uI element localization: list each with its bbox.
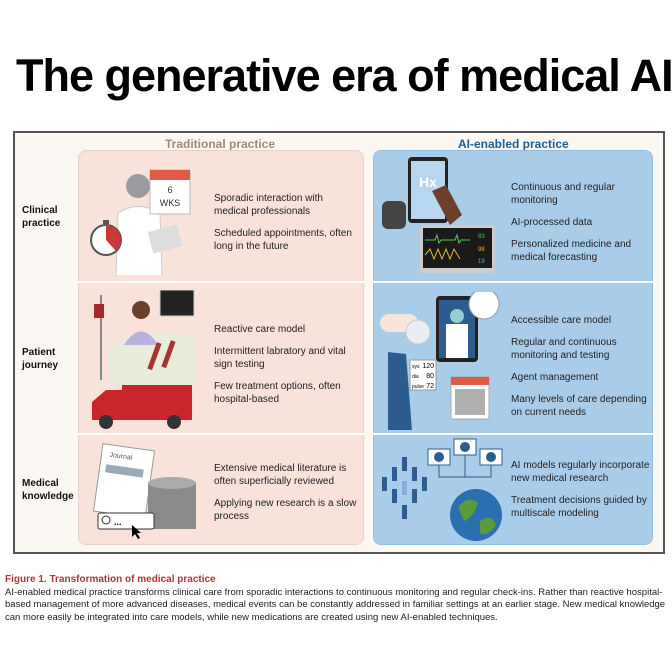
svg-text:dia: dia	[412, 374, 419, 380]
page-title: The generative era of medical AI	[16, 50, 672, 101]
arm-icon	[388, 352, 412, 430]
hospital-ambulance-illustration	[92, 290, 196, 429]
svg-text:80: 80	[426, 373, 434, 380]
ai-model-network-globe-illustration	[382, 438, 503, 541]
divider	[78, 433, 364, 435]
ambulance-icon	[92, 385, 192, 429]
ai-header: AI-enabled practice	[458, 137, 569, 151]
svg-text:WKS: WKS	[160, 198, 181, 208]
caption-title: Figure 1. Transformation of medical prac…	[5, 574, 216, 585]
svg-text:sys: sys	[412, 364, 420, 370]
speech-bubble-icon	[468, 292, 500, 320]
figure-caption: Figure 1. Transformation of medical prac…	[5, 574, 669, 624]
checkmark-screens-icon	[427, 438, 503, 478]
svg-text:83: 83	[478, 234, 485, 240]
knowledge-traditional-text: Extensive medical literature is often su…	[214, 463, 357, 522]
search-bar-icon[interactable]: ...	[97, 512, 155, 530]
clipboard-icon	[147, 224, 183, 254]
knowledge-ai-text: AI models regularly incorporate new medi…	[511, 460, 650, 519]
svg-text:98: 98	[478, 247, 485, 253]
patient-icon	[132, 301, 150, 319]
tablet-watch-monitor-illustration: Hx 83 98 19	[382, 157, 495, 273]
globe-icon	[450, 489, 502, 541]
svg-text:120: 120	[422, 363, 434, 370]
calendar-icon	[450, 376, 490, 420]
svg-text:72: 72	[426, 383, 434, 390]
bedside-monitor-icon	[159, 290, 195, 317]
doctor-head	[126, 174, 150, 198]
patient-gown	[124, 331, 158, 345]
vitals-monitor-icon: 83 98 19	[420, 225, 495, 273]
svg-text:Journal: Journal	[109, 452, 133, 462]
blood-tubes-icon	[147, 340, 176, 371]
svg-text:pulse: pulse	[412, 384, 424, 390]
clinical-traditional-text: Sporadic interaction with medical profes…	[214, 193, 352, 252]
svg-text:6: 6	[167, 185, 172, 195]
svg-text:Hx: Hx	[419, 174, 437, 190]
hand-icon	[432, 185, 462, 225]
population-icon	[382, 457, 427, 519]
video-call-tablet-icon	[436, 296, 478, 362]
traditional-header: Traditional practice	[165, 137, 276, 151]
smartwatch-icon	[382, 201, 406, 229]
svg-text:...: ...	[114, 517, 122, 527]
journal-database-search-illustration: Journal ...	[92, 443, 196, 539]
database-icon	[148, 477, 196, 529]
divider	[78, 281, 364, 283]
stopwatch-icon	[90, 220, 122, 256]
pill-icon	[380, 314, 431, 345]
cursor-icon	[132, 525, 141, 539]
iv-bag-icon	[94, 304, 104, 318]
svg-text:19: 19	[478, 259, 485, 265]
journal-icon: Journal	[92, 443, 156, 519]
doctor-calendar-stopwatch-illustration: 6 WKS	[90, 169, 191, 276]
divider	[373, 281, 653, 283]
caption-body: AI-enabled medical practice transforms c…	[5, 586, 666, 623]
calendar-icon: 6 WKS	[149, 169, 191, 215]
divider	[373, 433, 653, 435]
